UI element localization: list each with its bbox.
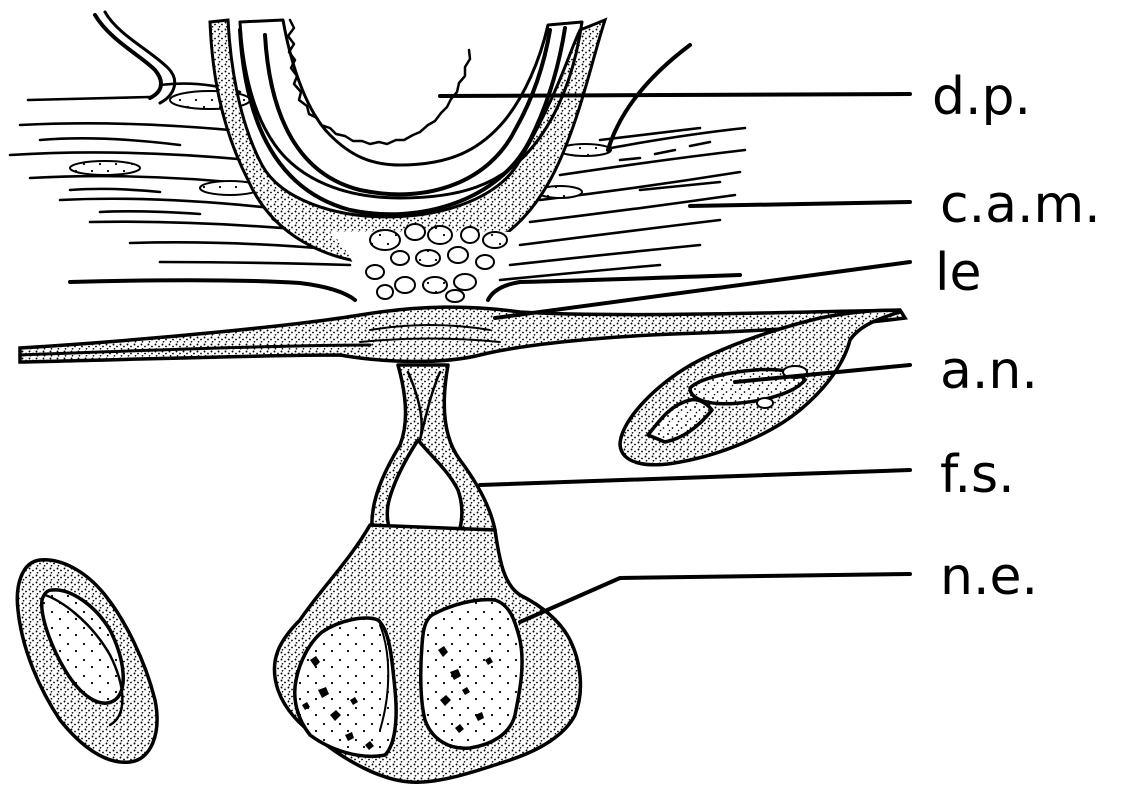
labels: d.p. c.a.m. le a.n. f.s. n.e.: [932, 67, 1101, 607]
leader-fs: [480, 470, 910, 485]
leader-cam: [690, 202, 910, 206]
label-le: le: [935, 243, 981, 303]
fiber-strand: [372, 365, 495, 546]
leader-ne: [520, 574, 910, 622]
label-an: a.n.: [940, 341, 1038, 401]
label-dp: d.p.: [932, 67, 1031, 127]
basal-cell-cluster: [330, 224, 520, 302]
nerve-ending-cells: [274, 525, 580, 782]
label-fs: f.s.: [940, 445, 1015, 505]
lower-fiber-left: [70, 280, 355, 300]
dermal-papilla: [95, 12, 690, 265]
label-ne: n.e.: [940, 547, 1038, 607]
leader-dp: [440, 94, 910, 96]
isolated-cell: [17, 560, 157, 763]
label-cam: c.a.m.: [940, 175, 1101, 235]
